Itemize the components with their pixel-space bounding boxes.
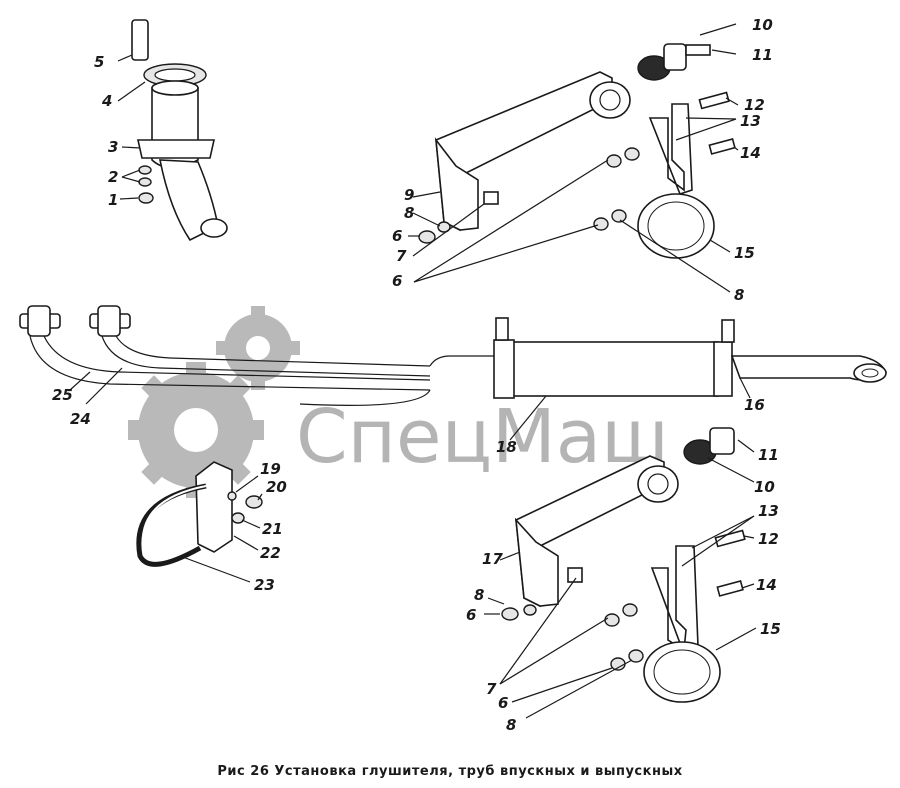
callout-25: 25: [52, 386, 73, 404]
callout-14-lower: 14: [756, 576, 777, 594]
callout-11-lower: 11: [758, 446, 779, 464]
callout-6b: 6: [392, 272, 402, 290]
callout-2: 2: [108, 168, 118, 186]
washer-part-8: [437, 221, 451, 233]
callout-20: 20: [266, 478, 287, 496]
callout-6b-lower: 6: [498, 694, 508, 712]
callout-7: 7: [396, 247, 407, 265]
callout-22: 22: [260, 544, 281, 562]
callout-18: 18: [496, 438, 517, 456]
bolt-part-11: [685, 44, 711, 56]
stud-part-5: [131, 19, 149, 61]
intake-pipe-assembly: 5 4 3 2 1: [94, 19, 228, 242]
callout-7-lower: 7: [486, 680, 497, 698]
lower-bracket-assembly: 11 10 13 12 14 15 17 8 6 7 6 8: [466, 427, 781, 734]
callout-13-lower: 13: [758, 502, 779, 520]
callout-24: 24: [70, 410, 91, 428]
clamp-strap-part-13-lower: [650, 545, 699, 656]
pipe-part-24: [101, 335, 431, 377]
callout-4: 4: [101, 92, 112, 110]
rubber-mount-part-10: [637, 43, 687, 81]
callout-6-lower: 6: [466, 606, 476, 624]
callout-11: 11: [752, 46, 773, 64]
callout-14: 14: [740, 144, 761, 162]
callout-16: 16: [744, 396, 765, 414]
callout-6: 6: [392, 227, 402, 245]
callout-15-lower: 15: [760, 620, 781, 638]
bolt-part-14: [708, 138, 736, 155]
callout-8b: 8: [734, 286, 744, 304]
bolt-part-19: [227, 491, 237, 501]
figure-caption: Рис 26 Установка глушителя, труб впускны…: [217, 764, 683, 779]
clamp-plate-part-22: [195, 461, 233, 553]
callout-8: 8: [404, 204, 414, 222]
muffler-part-18: [511, 341, 719, 397]
pipes-and-muffler: 25 24 18 16: [19, 305, 888, 456]
bolt-part-7: [483, 191, 499, 205]
callout-8-lower: 8: [474, 586, 484, 604]
washer-part-21: [231, 512, 245, 524]
callout-23: 23: [254, 576, 275, 594]
callout-1: 1: [108, 191, 118, 209]
callout-12: 12: [744, 96, 765, 114]
u-bolt-part-23: [141, 485, 207, 562]
watermark-gear-small: [216, 306, 300, 390]
callout-17: 17: [482, 550, 503, 568]
nut-part-6: [418, 230, 436, 244]
callout-13: 13: [740, 112, 761, 130]
nut-part-1: [138, 192, 154, 204]
bolt-part-14-lower: [716, 580, 744, 597]
clamp-strap-part-13: [648, 103, 693, 195]
callout-10: 10: [752, 16, 773, 34]
callout-9: 9: [404, 186, 414, 204]
u-clamp-assembly: 19 20 21 22 23: [136, 460, 287, 594]
pipe-flanges: [19, 305, 131, 337]
callout-12-lower: 12: [758, 530, 779, 548]
nut-part-2: [138, 165, 152, 175]
upper-bracket-assembly: 10 11 12 13 14 15 8 9 8 6 7 6: [392, 16, 773, 304]
bolt-part-12: [698, 91, 730, 110]
flange-part-3: [137, 139, 215, 159]
callout-10-lower: 10: [754, 478, 775, 496]
callout-15: 15: [734, 244, 755, 262]
callout-5: 5: [94, 53, 104, 71]
watermark-text: СпецМаш: [296, 394, 669, 480]
bolt-part-7-lower: [567, 567, 583, 583]
callout-8b-lower: 8: [506, 716, 516, 734]
callout-19: 19: [260, 460, 281, 478]
callout-3: 3: [108, 138, 118, 156]
callout-21: 21: [262, 520, 283, 538]
